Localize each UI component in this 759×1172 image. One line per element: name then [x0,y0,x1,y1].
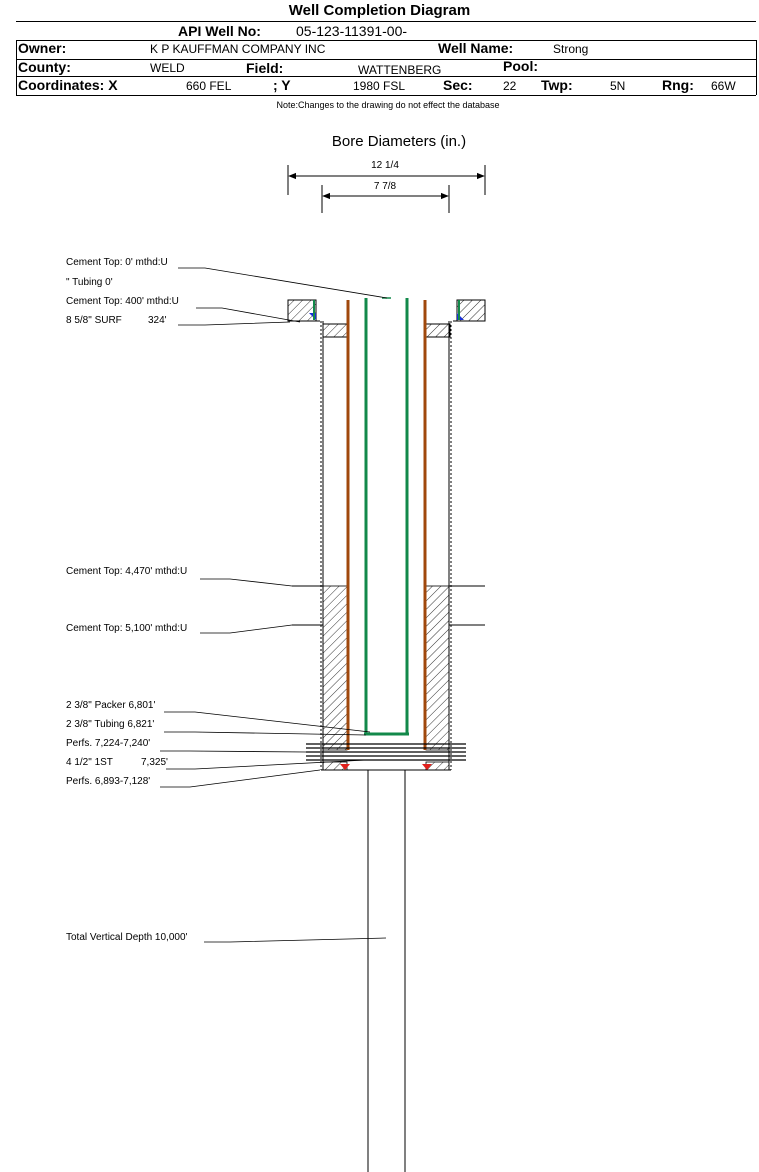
owner-label: Owner: [18,40,67,56]
header-rule-3 [16,76,756,77]
casing-shoe [322,761,450,771]
label-cement-top-5100: Cement Top: 5,100' mthd:U [66,623,188,634]
rng-value: 66W [711,79,736,93]
twp-value: 5N [610,79,626,93]
bore-diameter-2: 7 7/8 [373,181,397,192]
bore-diameter-1: 12 1/4 [371,160,399,171]
label-cement-top-4470: Cement Top: 4,470' mthd:U [66,566,188,577]
field-label: Field: [246,60,284,76]
label-tubing: 2 3/8" Tubing 6,821' [66,719,155,730]
twp-label: Twp: [541,77,573,93]
header-left-edge [16,40,17,95]
diagram-title: Well Completion Diagram [288,2,471,19]
surface-cement [287,299,486,322]
rng-label: Rng: [662,77,694,93]
bore-diameters-title: Bore Diameters (in.) [331,133,467,150]
header-rule-2 [16,59,756,60]
label-cement-top-0: Cement Top: 0' mthd:U [66,257,168,268]
production-casing [346,300,427,750]
well-name-label: Well Name: [438,40,514,56]
x-value: 660 FEL [186,79,232,93]
header-bottom-rule [16,95,756,96]
perforation-lines [306,743,466,761]
api-value: 05-123-11391-00- [296,23,408,39]
api-label: API Well No: [178,23,261,39]
open-hole [367,770,406,1172]
pool-label: Pool: [503,58,538,74]
label-cement-top-400: Cement Top: 400' mthd:U [66,296,179,307]
well-name-value: Strong [553,42,589,56]
y-label: ; Y [273,77,291,93]
label-packer: 2 3/8" Packer 6,801' [66,700,156,711]
label-surface-casing-depth: 324' [148,315,167,326]
label-perfs-1: Perfs. 7,224-7,240' [66,738,151,749]
county-value: WELD [150,61,185,75]
label-surface-casing: 8 5/8" SURF [66,315,122,326]
owner-value: K P KAUFFMAN COMPANY INC [150,42,326,56]
bore-dimension-lines [287,165,486,213]
label-total-vertical-depth: Total Vertical Depth 10,000' [66,932,188,943]
header-rule-1 [16,40,756,41]
database-note: Note:Changes to the drawing do not effec… [276,100,500,110]
field-value: WATTENBERG [358,63,442,77]
header-top-rule [16,21,756,22]
sec-label: Sec: [443,77,473,93]
header-right-edge [756,40,757,95]
label-leader-lines [160,267,388,943]
y-value: 1980 FSL [353,79,406,93]
tubing-string [364,297,409,736]
surface-casing-shoe [322,323,451,338]
coordinates-label: Coordinates: X [18,77,118,93]
label-production-casing-depth: 7,325' [141,757,168,768]
sec-value: 22 [503,79,517,93]
label-production-casing: 4 1/2" 1ST [66,757,113,768]
county-label: County: [18,59,71,75]
production-cement [292,585,485,751]
label-perfs-2: Perfs. 6,893-7,128' [66,776,151,787]
label-tubing-0: " Tubing 0' [66,277,113,288]
